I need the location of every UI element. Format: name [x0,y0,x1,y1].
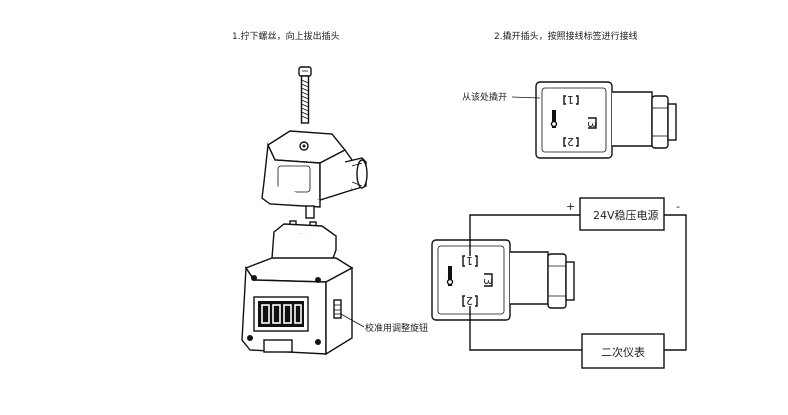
knob-leader-line [340,313,365,328]
pin2-label-top: 2 [567,135,574,148]
secondary-instrument-box [581,333,665,369]
adjust-knob-label: 校准用调整旋钮 [365,322,428,334]
step1-caption: 1.拧下螺丝，向上拔出插头 [232,30,340,42]
screw-icon [298,66,312,124]
pin1-label-bottom: 1 [466,254,473,267]
pin1-label-top: 1 [567,93,574,106]
transmitter-body-icon [241,220,354,356]
pry-here-label: 从该处撬开 [462,91,507,103]
plus-terminal-label: + [566,200,575,213]
pin2-label-bottom: 2 [466,294,473,307]
step2-caption: 2.撬开插头，按照接线标签进行接线 [494,30,638,42]
secondary-instrument-label: 二次仪表 [601,345,645,359]
pry-leader-line [511,96,541,99]
pin3-label-bottom: 3 [481,278,494,285]
wiring-lines [469,214,687,351]
power-supply-label: 24V稳压电源 [593,208,659,222]
opened-plug-bottom-icon: 1 3 2 [431,239,575,321]
pin3-label-top: 3 [585,121,598,128]
minus-terminal-label: - [676,200,680,213]
opened-plug-top-icon: 1 3 2 [535,81,677,159]
power-supply-box [579,197,665,231]
plug-connector-icon [261,130,368,219]
